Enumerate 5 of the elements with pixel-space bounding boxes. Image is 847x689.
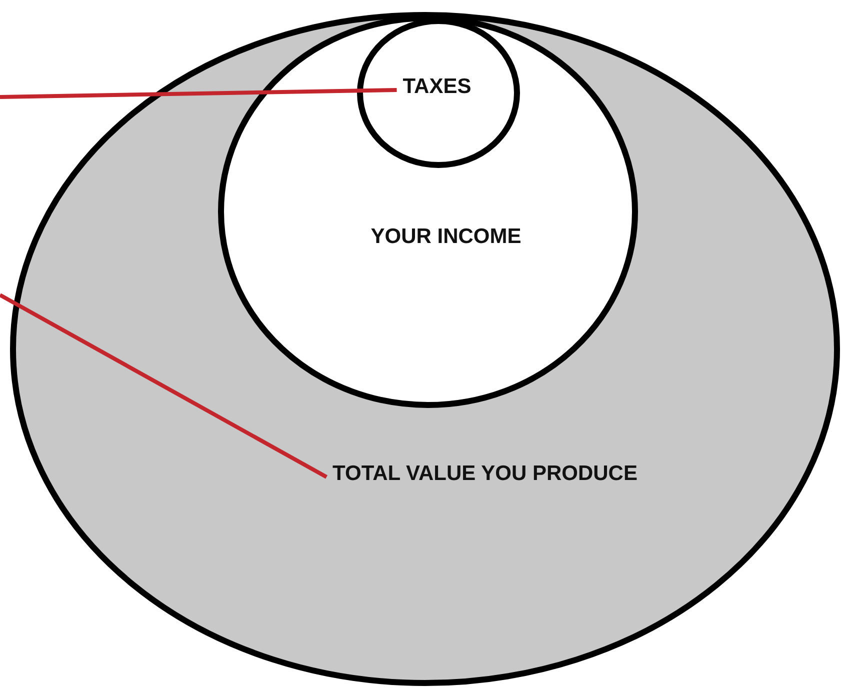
node-label: YOUR INCOME bbox=[370, 225, 522, 249]
leader-line bbox=[0, 293, 328, 479]
node-label: TOTAL VALUE YOU PRODUCE bbox=[332, 462, 638, 486]
leader-line bbox=[0, 88, 397, 99]
node-label: TAXES bbox=[402, 75, 472, 99]
